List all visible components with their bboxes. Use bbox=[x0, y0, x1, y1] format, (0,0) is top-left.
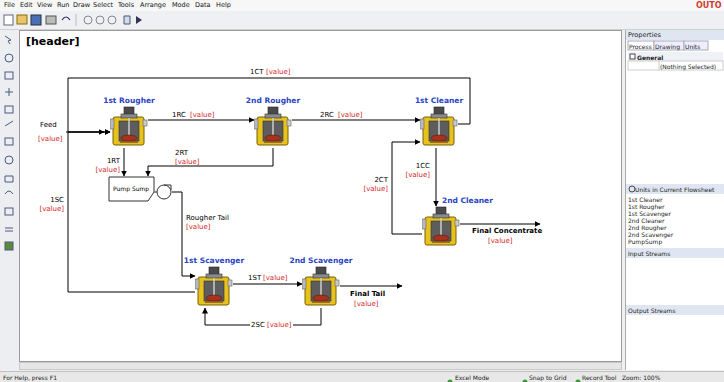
flotation-cell: 1st Cleaner bbox=[420, 106, 458, 148]
stream-name: 2SC bbox=[250, 321, 266, 330]
flotation-cell-icon bbox=[254, 106, 292, 148]
panel-tab: Units bbox=[685, 42, 700, 51]
stream-value: [value] bbox=[338, 111, 363, 120]
stream-line bbox=[68, 132, 195, 292]
menu-item: Tools bbox=[118, 1, 134, 10]
menu-item: Select bbox=[93, 1, 113, 10]
flotation-cell: 1st Rougher bbox=[110, 106, 148, 148]
pump-sump: Pump Sump bbox=[108, 176, 172, 202]
unit-name: Pump Sump bbox=[108, 176, 172, 193]
unit-name: 2nd Scavenger bbox=[290, 256, 353, 265]
stream-name: Final Concentrate bbox=[472, 227, 542, 236]
panel-title: Properties bbox=[628, 31, 661, 40]
stream-name: 1CT bbox=[250, 68, 264, 77]
stream-value: [value] bbox=[263, 274, 288, 283]
stream-line bbox=[292, 120, 420, 121]
final-tail-line bbox=[340, 286, 402, 287]
menu-item: Draw bbox=[73, 1, 90, 10]
stream-name: Final Tail bbox=[350, 290, 385, 299]
unit-name: 2nd Rougher bbox=[246, 96, 300, 105]
flotation-cell-icon bbox=[195, 266, 233, 308]
stream-name: 2RC bbox=[320, 111, 334, 120]
stream-name: Rougher Tail bbox=[186, 214, 229, 223]
stream-name: 1SC bbox=[50, 196, 64, 205]
menu-item: Edit bbox=[20, 1, 33, 10]
unit-name: 1st Cleaner bbox=[415, 96, 463, 105]
stream-line bbox=[392, 142, 422, 234]
status-text: Record Tool bbox=[582, 373, 616, 382]
flotation-cell: 2nd Cleaner bbox=[422, 206, 460, 248]
menu-item: Data bbox=[195, 1, 211, 10]
app-logo: OUTO bbox=[696, 1, 722, 10]
tool-bar bbox=[0, 11, 724, 30]
unit-list-item: 1st Rougher bbox=[628, 202, 664, 211]
panel-tab: Process bbox=[629, 42, 652, 51]
stream-value: [value] bbox=[190, 111, 215, 120]
flotation-cell-icon bbox=[420, 106, 458, 148]
panel-tab: Drawing bbox=[655, 42, 680, 51]
stream-value: [value] bbox=[405, 171, 430, 180]
unit-list-item: 2nd Rougher bbox=[628, 223, 666, 232]
flotation-cell-icon bbox=[110, 106, 148, 148]
menu-item: Arrange bbox=[140, 1, 166, 10]
menu-item: File bbox=[4, 1, 15, 10]
status-text: Zoom: 100% bbox=[622, 373, 660, 382]
tool-strip-icons bbox=[0, 30, 18, 370]
property-value: (Nothing Selected) bbox=[660, 62, 716, 71]
stream-value: [value] bbox=[354, 300, 379, 309]
flotation-cell: 2nd Scavenger bbox=[302, 266, 340, 308]
unit-name: 1st Rougher bbox=[103, 96, 155, 105]
status-text: Snap to Grid bbox=[529, 373, 567, 382]
stream-value: [value] bbox=[38, 135, 63, 144]
toolbar-icons bbox=[0, 11, 200, 29]
stream-value: [value] bbox=[363, 185, 388, 194]
status-text: For Help, press F1 bbox=[3, 373, 57, 382]
menu-item: View bbox=[37, 1, 52, 10]
stream-value: [value] bbox=[95, 166, 120, 175]
stream-line bbox=[436, 148, 437, 206]
menu-item: Run bbox=[57, 1, 69, 10]
unit-name: 2nd Cleaner bbox=[442, 196, 493, 205]
diagram-header: [header] bbox=[26, 35, 80, 48]
stream-name: 1RC bbox=[172, 111, 186, 120]
unit-list-item: 2nd Scavenger bbox=[628, 230, 673, 239]
final-concentrate-line bbox=[460, 224, 540, 225]
unit-name: 1st Scavenger bbox=[184, 256, 244, 265]
unit-list-item: 2nd Cleaner bbox=[628, 216, 665, 225]
panel-section: Units in Current Flowsheet bbox=[635, 185, 714, 194]
stream-value: [value] bbox=[266, 321, 293, 330]
scroll-bar bbox=[19, 362, 622, 370]
unit-list-item: 1st Scavenger bbox=[628, 209, 671, 218]
tool-strip bbox=[0, 30, 18, 370]
flotation-cell-icon bbox=[302, 266, 340, 308]
stream-name: 1ST bbox=[248, 274, 261, 283]
stream-name: Feed bbox=[40, 121, 57, 130]
stream-name: 2CT bbox=[374, 176, 388, 185]
stream-value: [value] bbox=[175, 158, 200, 167]
flotation-cell-icon bbox=[422, 206, 460, 248]
stream-line bbox=[148, 120, 254, 121]
menu-item: Help bbox=[216, 1, 231, 10]
stream-line bbox=[124, 148, 125, 176]
stream-line bbox=[233, 284, 302, 285]
unit-list-item: PumpSump bbox=[628, 237, 662, 246]
status-text: Excel Mode bbox=[455, 373, 489, 382]
flotation-cell: 2nd Rougher bbox=[254, 106, 292, 148]
unit-list-item: 1st Cleaner bbox=[628, 195, 662, 204]
stream-value: [value] bbox=[186, 223, 211, 232]
stream-name: 2RT bbox=[175, 149, 188, 158]
flotation-cell: 1st Scavenger bbox=[195, 266, 233, 308]
stream-name: 1RT bbox=[107, 157, 120, 166]
panel-section: Output Streams bbox=[628, 306, 676, 315]
property-group: General bbox=[637, 53, 663, 62]
panel-section: Input Streams bbox=[628, 249, 670, 258]
menu-item: Mode bbox=[172, 1, 190, 10]
stream-value: [value] bbox=[488, 237, 513, 246]
stream-value: [value] bbox=[39, 205, 64, 214]
stream-name: 1CC bbox=[416, 162, 430, 171]
stream-value: [value] bbox=[266, 68, 291, 77]
stream-line bbox=[148, 148, 273, 176]
